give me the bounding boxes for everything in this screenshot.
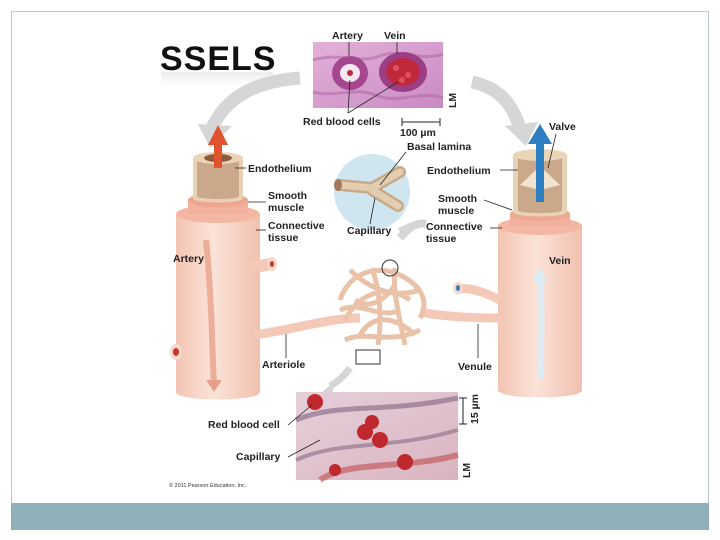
label-connective-right-1: Connective <box>426 221 483 233</box>
label-capillary-mid: Capillary <box>347 225 392 237</box>
label-lm-top: LM <box>447 93 459 108</box>
label-lm-bottom: LM <box>461 463 473 478</box>
label-red-blood-cell: Red blood cell <box>208 419 280 431</box>
label-connective-left-1: Connective <box>268 220 325 232</box>
zoom-box <box>355 349 381 365</box>
label-artery: Artery <box>173 253 204 265</box>
capillary-inset <box>334 154 410 230</box>
label-smooth-muscle-left-2: muscle <box>268 202 304 214</box>
label-connective-right-2: tissue <box>426 233 457 245</box>
artery-illustration <box>170 125 361 400</box>
side-labels: Endothelium Smooth muscle Connective tis… <box>173 121 576 478</box>
label-scale-bottom: 15 µm <box>469 394 481 424</box>
label-basal-lamina: Basal lamina <box>407 141 471 153</box>
top-labels: Artery Vein Red blood cells 100 µm LM <box>303 30 459 139</box>
label-top-vein: Vein <box>384 30 406 42</box>
label-valve: Valve <box>549 121 576 133</box>
top-micrograph <box>312 42 444 108</box>
vein-illustration <box>419 124 582 398</box>
label-scale-top: 100 µm <box>400 127 436 139</box>
label-smooth-muscle-right-1: Smooth <box>438 193 477 205</box>
capillary-bed <box>337 267 427 346</box>
label-endothelium-right: Endothelium <box>427 165 491 177</box>
label-red-blood-cells: Red blood cells <box>303 116 381 128</box>
label-vein: Vein <box>549 255 571 267</box>
zoom-circle <box>381 259 399 277</box>
label-venule: Venule <box>458 361 492 373</box>
label-arteriole: Arteriole <box>262 359 305 371</box>
bottom-micrograph <box>295 392 459 483</box>
label-smooth-muscle-right-2: muscle <box>438 205 474 217</box>
copyright-text: © 2011 Pearson Education, Inc. <box>169 483 247 489</box>
title-reflection <box>161 72 273 86</box>
label-smooth-muscle-left-1: Smooth <box>268 190 307 202</box>
label-capillary-bottom: Capillary <box>236 451 281 463</box>
label-connective-left-2: tissue <box>268 232 299 244</box>
circulation-arrows <box>198 71 538 394</box>
footer-bar <box>11 503 709 530</box>
slide-title: SSELS <box>160 40 277 78</box>
label-endothelium-left: Endothelium <box>248 163 312 175</box>
label-top-artery: Artery <box>332 30 363 42</box>
